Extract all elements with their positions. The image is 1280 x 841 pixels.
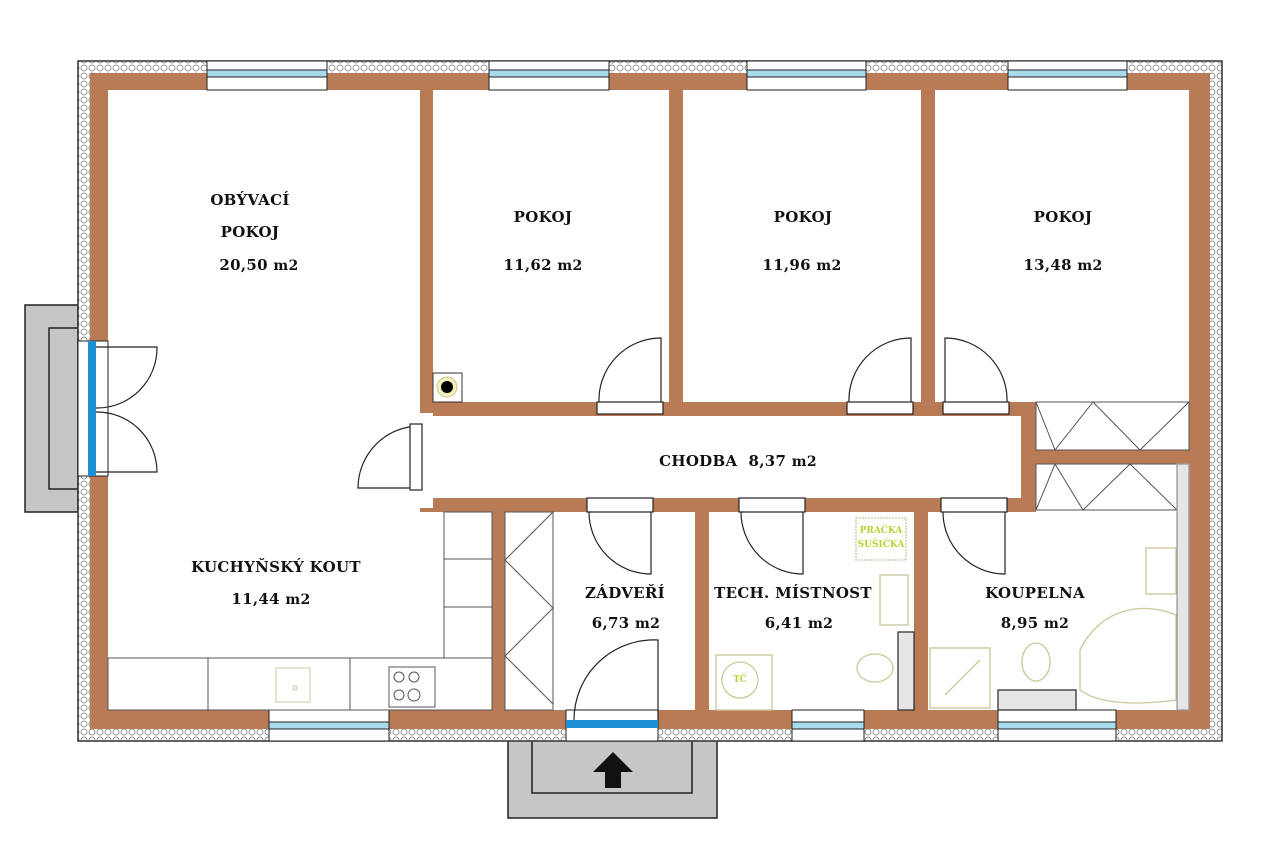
windows <box>206 60 1128 742</box>
west-terrace <box>24 304 79 513</box>
room-label-chodba: CHODBA 8,37 m2 <box>659 452 817 470</box>
washer-label: PRAČKA <box>859 526 903 536</box>
chimney-icon <box>432 372 463 403</box>
room-floors <box>108 90 1189 710</box>
area-unit: m2 <box>816 258 842 274</box>
area-value: 13,48 <box>1023 256 1072 274</box>
area-unit: m2 <box>808 616 834 632</box>
room-label-tech-mistnost: TECH. MÍSTNOST <box>714 584 872 602</box>
room-label-pokoj-3: POKOJ <box>1034 208 1093 226</box>
area-value: 20,50 <box>219 256 268 274</box>
area-unit: m2 <box>1077 258 1103 274</box>
tech-fixtures <box>715 517 915 711</box>
washer-dryer-label: PRAČKA SUŠIČKA <box>856 524 906 552</box>
room-name: TECH. MÍSTNOST <box>714 584 872 602</box>
area-value: 11,62 <box>503 256 552 274</box>
room-area-tech-mistnost: 6,41 m2 <box>765 614 833 632</box>
room-name-line1: OBÝVACÍ <box>210 191 290 209</box>
stove-icon <box>388 666 436 708</box>
room-name: ZÁDVEŘÍ <box>585 584 665 602</box>
room-name: POKOJ <box>513 208 573 226</box>
room-area-obyvaci-pokoj: 20,50 m2 <box>219 256 298 274</box>
entrance-arrow-icon <box>593 752 633 788</box>
room-name-line2: POKOJ <box>220 223 280 241</box>
area-value: 11,96 <box>762 256 811 274</box>
room-name: KUCHYŇSKÝ KOUT <box>191 558 361 576</box>
area-value: 8,95 <box>1000 614 1039 632</box>
area-unit: m2 <box>285 592 311 608</box>
heat-pump-label: TČ <box>725 673 755 687</box>
room-area-zadveri: 6,73 m2 <box>592 614 660 632</box>
wardrobes <box>504 401 1190 711</box>
room-name: CHODBA <box>659 452 738 470</box>
entrance-terrace <box>507 739 718 819</box>
room-label-koupelna: KOUPELNA <box>985 584 1085 602</box>
room-label-pokoj-1: POKOJ <box>514 208 573 226</box>
area-value: 11,44 <box>231 590 280 608</box>
interior-doors <box>357 337 1010 575</box>
terrace-door[interactable] <box>77 340 158 477</box>
room-area-kuchynsky-kout: 11,44 m2 <box>231 590 310 608</box>
bathroom-fixtures <box>929 463 1190 711</box>
room-label-kuchynsky-kout: KUCHYŇSKÝ KOUT <box>191 558 361 576</box>
kitchen-sink-icon <box>275 667 311 703</box>
area-value: 6,41 <box>764 614 803 632</box>
room-area-koupelna: 8,95 m2 <box>1001 614 1069 632</box>
room-name: POKOJ <box>1033 208 1093 226</box>
area-unit: m2 <box>557 258 583 274</box>
room-name: KOUPELNA <box>985 584 1085 602</box>
room-label-obyvaci-pokoj: OBÝVACÍ POKOJ <box>210 184 289 248</box>
room-name: POKOJ <box>773 208 833 226</box>
room-label-zadveri: ZÁDVEŘÍ <box>585 584 665 602</box>
area-unit: m2 <box>1044 616 1070 632</box>
area-unit: m2 <box>273 258 299 274</box>
dryer-label: SUŠIČKA <box>857 540 905 550</box>
area-unit: m2 <box>791 454 817 470</box>
room-label-pokoj-2: POKOJ <box>774 208 833 226</box>
room-area-pokoj-3: 13,48 m2 <box>1023 256 1102 274</box>
area-value: 6,73 <box>591 614 630 632</box>
room-area-pokoj-1: 11,62 m2 <box>503 256 582 274</box>
area-unit: m2 <box>635 616 661 632</box>
kitchen-counter <box>107 511 493 711</box>
area-value: 8,37 <box>748 452 787 470</box>
heat-pump-text: TČ <box>733 675 747 685</box>
entrance-door[interactable] <box>565 639 659 742</box>
room-area-pokoj-2: 11,96 m2 <box>762 256 841 274</box>
